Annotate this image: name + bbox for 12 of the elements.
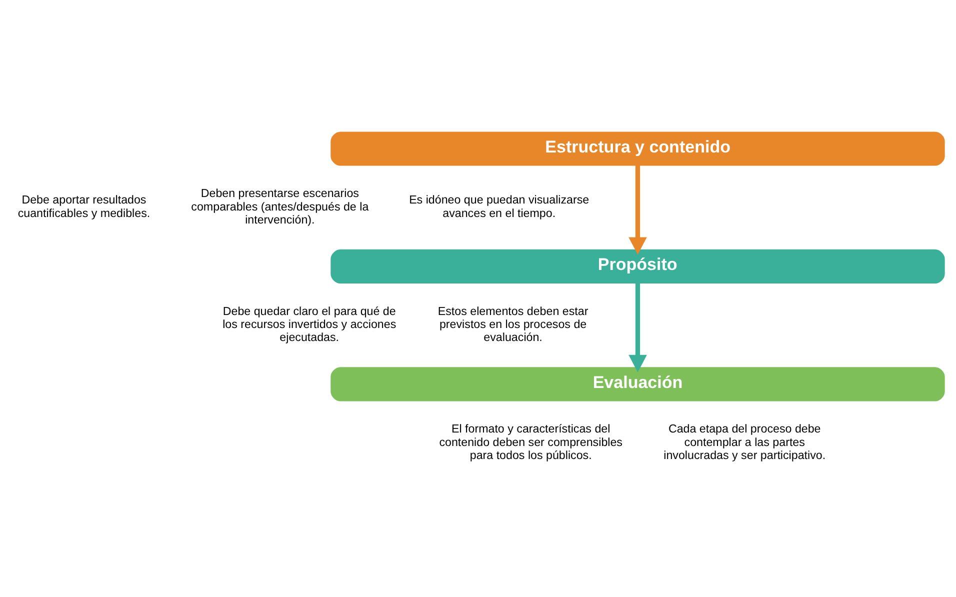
node-label: Estos elementos deben estar previstos en los procesos de evaluación. [438, 304, 588, 344]
node-label: Debe aportar resultados cuantificables y medibles. [18, 193, 150, 220]
node-label: Cada etapa del proceso debe contemplar a las partes involucradas y ser participativo. [664, 422, 826, 462]
node-label: Deben presentarse escenarios comparables (antes/después de la intervención). [191, 186, 369, 226]
node-box: Estructura y contenido [330, 131, 945, 166]
node-box: Propósito [330, 248, 945, 284]
node-label: El formato y características del contenido deben ser comprensibles para todos los públicos. [439, 422, 623, 462]
arrow [628, 164, 647, 254]
node-box: Evaluación [330, 366, 945, 401]
node-label: Debe quedar claro el para qué de los recursos invertidos y acciones ejecutadas. [222, 304, 396, 344]
node-label: Es idóneo que puedan visualizarse avances en el tiempo. [409, 193, 590, 220]
arrow [628, 282, 647, 372]
